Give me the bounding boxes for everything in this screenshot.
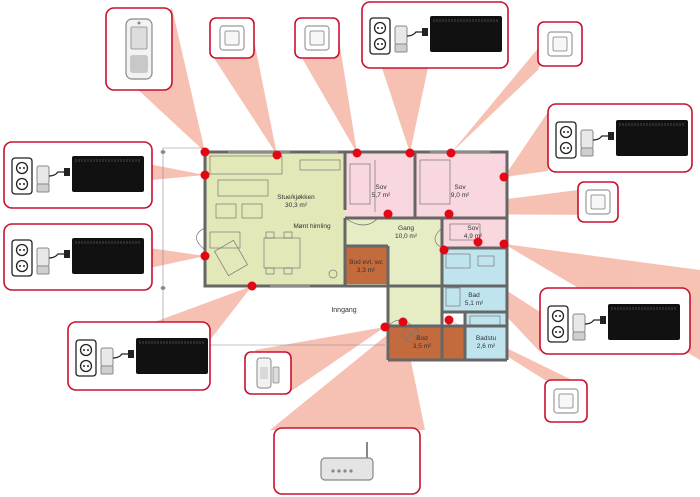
sensor-points xyxy=(200,147,509,332)
sauna-label: Badstu xyxy=(476,335,497,342)
sensor-dot xyxy=(200,251,210,261)
wall-thermostat-icon xyxy=(547,31,573,57)
ceiling-note: Mønt himling xyxy=(293,223,331,230)
wall-thermostat-icon xyxy=(553,388,579,414)
panel-heater-with-plug-receiver-icon xyxy=(75,337,209,377)
sensor-dot xyxy=(499,239,509,249)
sauna-area: 2,6 m² xyxy=(477,343,496,350)
bedroom-1-label: Sov xyxy=(375,184,387,191)
sensor-dot xyxy=(200,170,210,180)
storage-room xyxy=(388,326,465,360)
bedroom-2-label: Sov xyxy=(454,184,466,191)
living-kitchen-room xyxy=(205,152,345,286)
storage-area: 3,5 m² xyxy=(413,343,432,350)
plug-in-repeater-icon xyxy=(256,357,280,389)
panel-heater-with-plug-receiver-icon xyxy=(555,119,689,159)
gateway-router-icon xyxy=(320,442,374,481)
storage-wc-room xyxy=(345,246,388,284)
bedroom-1-area: 5,7 m² xyxy=(372,192,391,199)
entrance-label: Inngang xyxy=(331,307,356,314)
sensor-dot xyxy=(380,322,390,332)
hallway-label: Gang xyxy=(398,225,414,232)
bedroom-3-label: Sov xyxy=(467,225,479,232)
bathroom-room xyxy=(442,248,507,312)
sensor-dot xyxy=(383,209,393,219)
bathroom-area: 5,1 m² xyxy=(465,300,484,307)
bedroom-1-room xyxy=(345,152,415,218)
panel-heater-with-plug-receiver-icon xyxy=(369,15,503,55)
bedroom-2-room xyxy=(415,152,507,218)
sensor-dot xyxy=(439,245,449,255)
sensor-dot xyxy=(405,148,415,158)
sensor-dot xyxy=(200,147,210,157)
panel-heater-with-plug-receiver-icon xyxy=(11,237,145,277)
living-kitchen-label: Stue/kjøkken xyxy=(277,194,315,201)
sensor-dot xyxy=(473,237,483,247)
sensor-dot xyxy=(444,315,454,325)
sensor-dot xyxy=(444,209,454,219)
bathroom-label: Bad xyxy=(468,292,480,299)
wall-thermostat-icon xyxy=(219,25,245,51)
sensor-dot xyxy=(352,148,362,158)
handheld-remote-icon xyxy=(125,18,153,80)
hallway-lower xyxy=(388,286,442,326)
sensor-dot xyxy=(499,172,509,182)
living-kitchen-area: 30,3 m² xyxy=(285,202,308,209)
storage-label: Bod xyxy=(416,335,428,342)
wall-thermostat-icon xyxy=(585,189,611,215)
sensor-dot xyxy=(247,281,257,291)
sensor-dot xyxy=(446,148,456,158)
wall-thermostat-icon xyxy=(304,25,330,51)
panel-heater-with-plug-receiver-icon xyxy=(11,155,145,195)
bedroom-2-area: 9,0 m² xyxy=(451,192,470,199)
panel-heater-with-plug-receiver-icon xyxy=(547,303,681,343)
bedroom-3-area: 4,9 m² xyxy=(464,233,483,240)
sensor-dot xyxy=(272,150,282,160)
floor-plan: Stue/kjøkken 30,3 m² Mønt himling Sov 5,… xyxy=(160,147,509,362)
storage-wc-label: Bod evt. wc xyxy=(349,259,383,266)
sensor-dot xyxy=(398,317,408,327)
hallway-area: 10,0 m² xyxy=(395,233,418,240)
storage-wc-area: 3,3 m² xyxy=(357,267,376,274)
